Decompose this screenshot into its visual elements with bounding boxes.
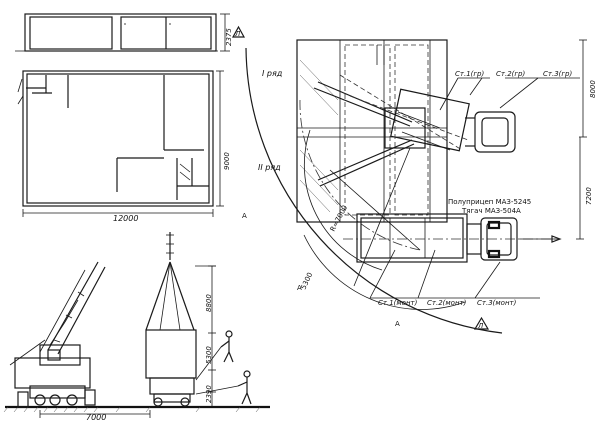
crane-reach-arc [245,47,503,334]
svg-text:Л: Л [234,30,241,38]
dim-truck-lateral: 7200 [585,187,593,205]
dim-building-height: 2375 [225,28,233,46]
site-plan: I ряд II ряд R=7000 5300 [242,39,597,334]
dim-building-length: 12000 [113,214,138,223]
dim-truck-front: 8000 [589,80,597,98]
station-flag-top: Л [231,25,246,38]
dim-boom-low: 2390 [205,385,213,403]
floor-plan: 12000 9000 [17,70,231,223]
label-row-2: II ряд [258,163,281,172]
dim-crane-reach: 7000 [86,413,106,422]
svg-text:А: А [297,284,302,292]
station-1-bottom: Ст.1(монт) [378,299,418,307]
dim-boom-height: 8800 [205,294,213,312]
station-2-bottom: Ст.2(монт) [427,299,467,307]
station-3-top: Ст.3(гр) [543,70,572,78]
station-3-bottom: Ст.3(монт) [477,299,517,307]
dim-building-width: 9000 [223,152,231,170]
building-elevation: 2375 [15,13,233,52]
svg-text:А: А [242,212,247,220]
label-trailer: Полуприцеп МАЗ-5245 [448,198,531,206]
station-1-top: Ст.1(гр) [455,70,484,78]
station-2-top: Ст.2(гр) [496,70,525,78]
label-crane-radius: R=7000 [329,204,349,233]
dim-boom-mid: 5300 [205,346,213,364]
svg-text:А: А [395,320,400,328]
svg-text:Л: Л [477,322,484,330]
label-tractor: Тягач МАЗ-504А [461,207,521,215]
crane-elevation: 7000 8800 5300 2390 [3,232,270,422]
label-row-1: I ряд [262,69,283,78]
station-flag-bottom: Л [473,316,490,330]
